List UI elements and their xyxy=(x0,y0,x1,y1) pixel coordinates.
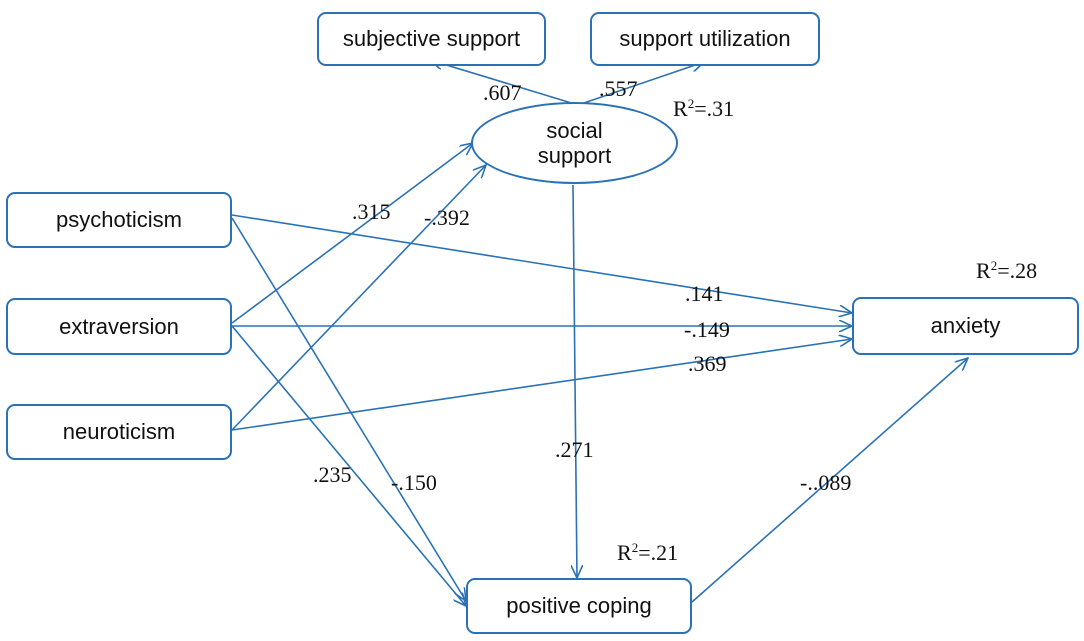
path-psychoticism-to-anxiety xyxy=(231,214,852,313)
node-support-utilization: support utilization xyxy=(590,12,820,66)
node-extraversion: extraversion xyxy=(6,298,232,355)
node-label: extraversion xyxy=(59,313,179,339)
path-neuroticism-to-social xyxy=(231,165,486,431)
coef-psychoticism-to-anxiety: .141 xyxy=(685,281,724,306)
path-extraversion-to-coping xyxy=(231,325,466,606)
node-label: psychoticism xyxy=(56,207,182,233)
path-social-to-utilization xyxy=(577,62,704,106)
coef-neuroticism-to-anxiety: .369 xyxy=(688,351,727,376)
coef-extraversion-to-social: .315 xyxy=(352,199,391,224)
node-label: anxiety xyxy=(930,313,1001,339)
node-positive-coping: positive coping xyxy=(466,578,692,634)
path-coping-to-anxiety xyxy=(691,358,968,603)
node-neuroticism: neuroticism xyxy=(6,404,232,460)
node-label: support utilization xyxy=(619,26,791,52)
path-extraversion-to-social xyxy=(231,143,473,324)
node-label: positive coping xyxy=(506,593,652,619)
path-social-to-coping xyxy=(573,184,577,578)
coef-social-to-utilization: .557 xyxy=(599,76,638,101)
node-social-support: social support xyxy=(471,102,678,184)
node-anxiety: anxiety xyxy=(852,297,1079,355)
node-label: subjective support xyxy=(342,26,521,52)
node-subjective-support: subjective support xyxy=(317,12,546,66)
node-label-line1: social xyxy=(546,117,603,143)
path-neuroticism-to-anxiety xyxy=(231,339,852,431)
r2-anxiety: R2=.28 xyxy=(976,258,1038,283)
coef-neuroticism-to-social: -.392 xyxy=(424,205,470,230)
path-psychoticism-to-coping xyxy=(231,217,466,601)
coef-social-to-coping: .271 xyxy=(555,437,594,462)
node-psychoticism: psychoticism xyxy=(6,192,232,248)
r2-social-support: R2=.31 xyxy=(673,96,735,121)
coef-extraversion-to-anxiety: -.149 xyxy=(684,317,730,342)
node-label: neuroticism xyxy=(62,419,176,445)
coef-extraversion-to-coping: .235 xyxy=(313,462,352,487)
coef-coping-to-anxiety: -..089 xyxy=(800,470,852,495)
node-label-line2: support xyxy=(537,143,612,168)
coef-psychoticism-to-coping: -.150 xyxy=(391,470,437,495)
coef-social-to-subjective: .607 xyxy=(483,80,522,105)
r2-positive-coping: R2=.21 xyxy=(617,540,679,565)
path-social-to-subjective xyxy=(430,60,579,106)
